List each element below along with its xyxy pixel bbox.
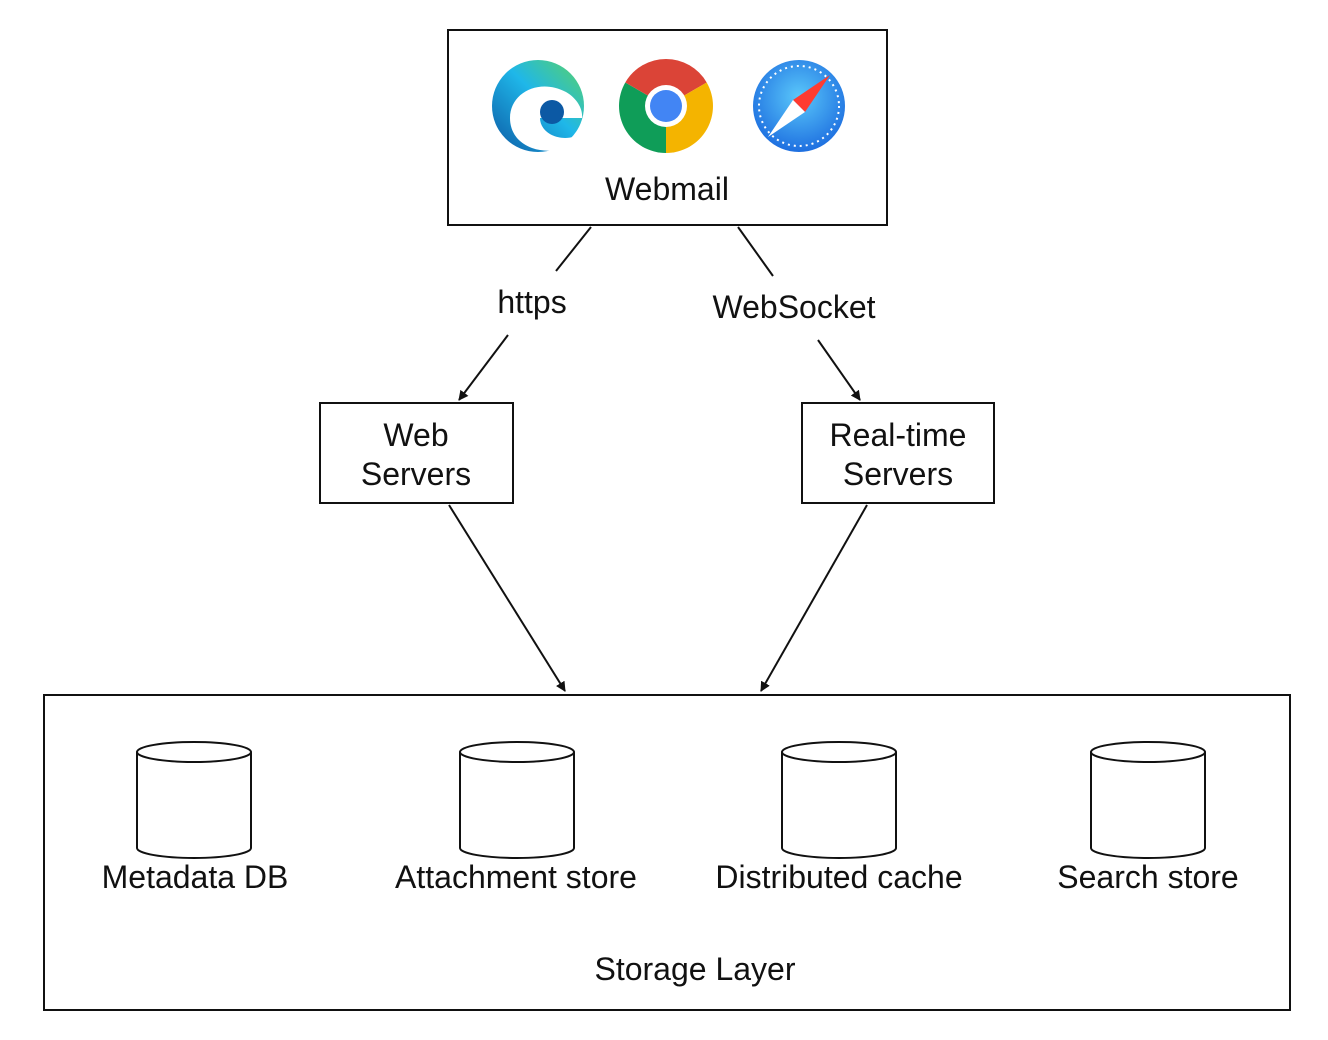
metadata-db-cylinder: Metadata DB (102, 741, 289, 895)
edge-browser-icon (492, 60, 584, 152)
web-servers-box: Web Servers (319, 402, 514, 504)
search-store-label: Search store (1057, 859, 1238, 895)
distributed-cache-cylinder: Distributed cache (715, 741, 963, 895)
webmail-label: Webmail (605, 171, 729, 207)
realtime-servers-label-line-2: Servers (843, 456, 953, 492)
metadata-db-label: Metadata DB (102, 859, 289, 895)
webmail-to-https-line (555, 226, 592, 272)
realtime-servers-label-line-1: Real-time (830, 417, 967, 453)
https-protocol-label: https (497, 284, 566, 320)
web-servers-to-storage-arrow (448, 504, 566, 692)
web-servers-label-line-1: Web (383, 417, 448, 453)
attachment-store-label: Attachment store (395, 859, 637, 895)
search-store-cylinder: Search store (1057, 741, 1239, 895)
webmail-to-websocket-line (737, 226, 774, 277)
storage-layer-box: Metadata DB Attachment store Distributed… (43, 694, 1291, 1011)
websocket-protocol-label: WebSocket (712, 289, 875, 325)
https-to-web-servers-arrow (458, 334, 509, 401)
realtime-servers-to-storage-arrow (760, 504, 868, 692)
chrome-browser-icon (619, 59, 713, 153)
websocket-to-realtime-servers-arrow (817, 339, 861, 401)
distributed-cache-label: Distributed cache (715, 859, 962, 895)
attachment-store-cylinder: Attachment store (395, 741, 637, 895)
safari-browser-icon (753, 60, 845, 152)
webmail-client-box: Webmail (447, 29, 888, 226)
storage-layer-label: Storage Layer (594, 951, 795, 987)
web-servers-label-line-2: Servers (361, 456, 471, 492)
realtime-servers-box: Real-time Servers (801, 402, 995, 504)
